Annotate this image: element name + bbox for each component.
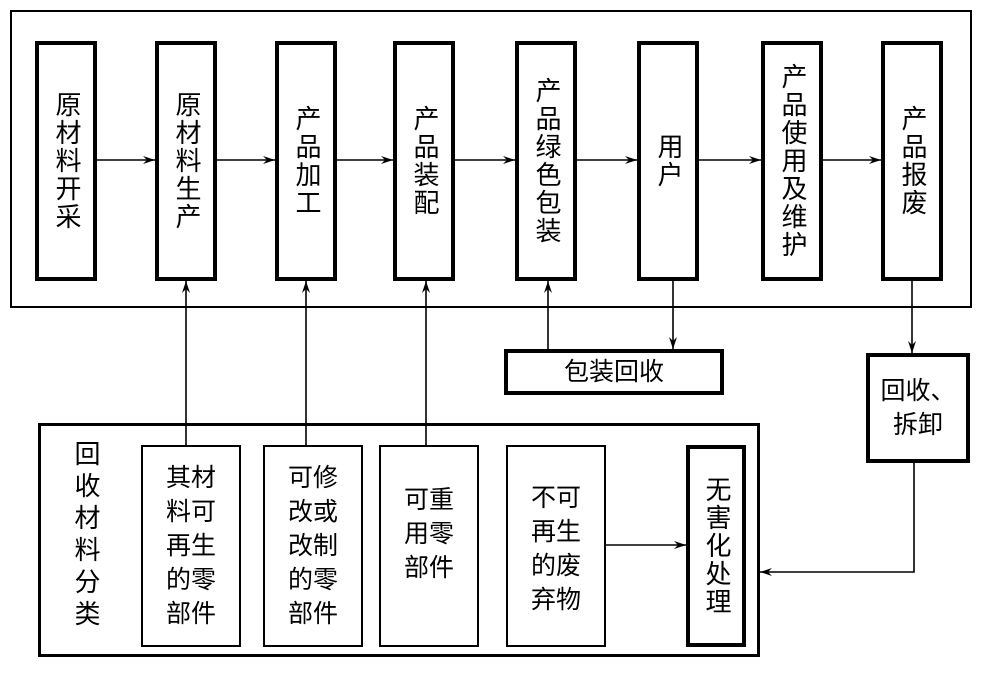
category-recyclable-line: 部件 (165, 599, 216, 628)
node-product-assembly: 产品装配 (393, 41, 455, 281)
category-nonrecyclable-line: 再生 (530, 517, 581, 546)
node-product-scrap: 产品报废 (881, 41, 943, 281)
node-user: 用户 (637, 41, 699, 281)
category-reusable-parts: 可重 用零 部件 (379, 445, 479, 647)
node-recycle-disassemble-line2: 拆卸 (892, 410, 943, 439)
node-product-processing-label: 产品加工 (291, 105, 321, 217)
category-recyclable-line: 再生 (165, 531, 216, 560)
category-modifiable-line: 部件 (287, 599, 338, 628)
category-nonrecyclable-line: 的废 (530, 551, 581, 580)
category-modifiable-line: 改制 (287, 531, 338, 560)
lifecycle-frame (10, 10, 972, 308)
node-raw-material-mining-label: 原材料开采 (51, 91, 81, 231)
node-green-packaging-label: 产品绿色包装 (531, 77, 561, 245)
node-harmless-treatment: 无害化处理 (686, 445, 746, 647)
category-reusable-line: 部件 (403, 553, 454, 582)
node-product-processing: 产品加工 (275, 41, 337, 281)
node-use-and-maintenance: 产品使用及维护 (761, 41, 823, 281)
node-raw-material-production: 原材料生产 (155, 41, 217, 281)
arrow-recycle-to-harmless (760, 463, 915, 576)
category-nonrecyclable-waste: 不可 再生 的废 弃物 (506, 445, 606, 647)
node-packaging-recycle-label: 包装回收 (563, 357, 664, 386)
category-modifiable-line: 可修 (287, 463, 338, 492)
node-green-packaging: 产品绿色包装 (515, 41, 577, 281)
category-nonrecyclable-line: 弃物 (530, 585, 581, 614)
category-modifiable-parts: 可修 改或 改制 的零 部件 (263, 445, 363, 647)
category-recyclable-line: 料可 (165, 497, 216, 526)
node-raw-material-production-label: 原材料生产 (171, 91, 201, 231)
category-reusable-line: 用零 (403, 519, 454, 548)
category-modifiable-line: 改或 (287, 497, 338, 526)
category-modifiable-line: 的零 (287, 565, 338, 594)
node-user-label: 用户 (653, 133, 683, 189)
node-recycle-disassemble-line1: 回收、 (880, 376, 956, 405)
node-recycle-disassemble: 回收、 拆卸 (866, 353, 970, 463)
node-packaging-recycle: 包装回收 (504, 349, 724, 395)
node-product-assembly-label: 产品装配 (409, 105, 439, 217)
classification-frame (38, 423, 760, 657)
category-recyclable-line: 其材 (165, 463, 216, 492)
category-recyclable-line: 的零 (165, 565, 216, 594)
classification-label: 回收材料分类 (70, 440, 100, 632)
node-raw-material-mining: 原材料开采 (35, 41, 97, 281)
node-use-and-maintenance-label: 产品使用及维护 (777, 63, 807, 259)
node-harmless-treatment-label: 无害化处理 (701, 476, 731, 616)
category-nonrecyclable-line: 不可 (530, 483, 581, 512)
category-recyclable-material-parts: 其材 料可 再生 的零 部件 (141, 445, 241, 647)
node-product-scrap-label: 产品报废 (897, 105, 927, 217)
category-reusable-line: 可重 (403, 485, 454, 514)
